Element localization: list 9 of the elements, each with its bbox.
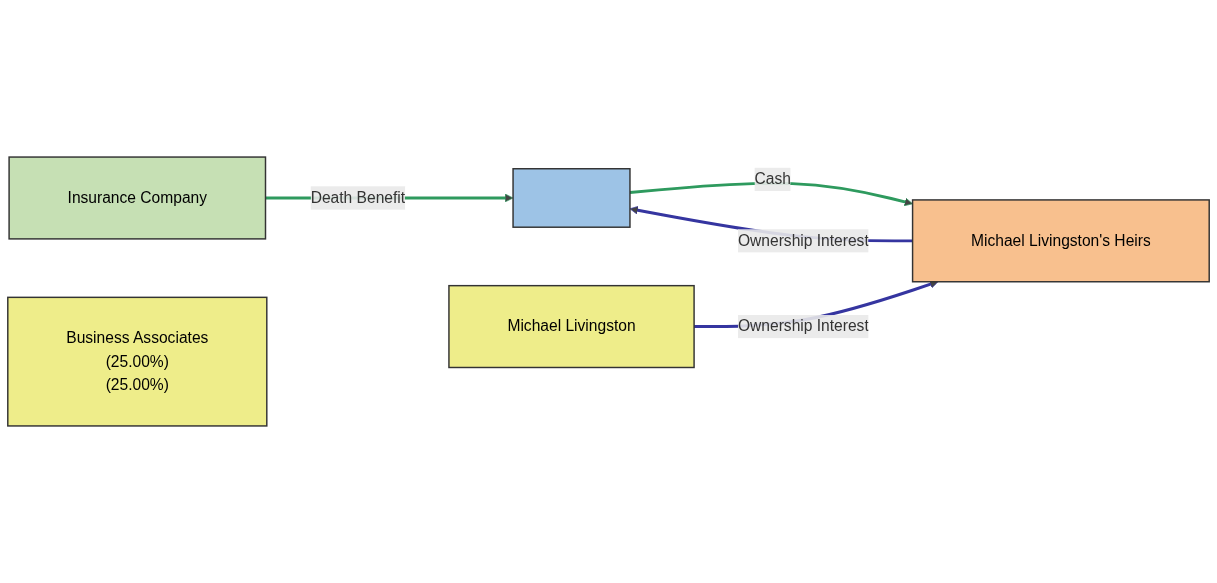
edge-label: Ownership Interest (737, 232, 869, 249)
node-box: Michael Livingston's Heirs (911, 199, 1210, 283)
edge-label: Ownership Interest (737, 317, 869, 335)
node-box: Business Associates (25.00%) (25.00%) (7, 296, 268, 427)
node-box: Michael Livingston (448, 284, 695, 369)
edge-label: Death Benefit (310, 189, 406, 206)
node-box (512, 168, 631, 228)
node-box: Insurance Company (8, 156, 267, 240)
edge-label: Cash (754, 170, 791, 188)
